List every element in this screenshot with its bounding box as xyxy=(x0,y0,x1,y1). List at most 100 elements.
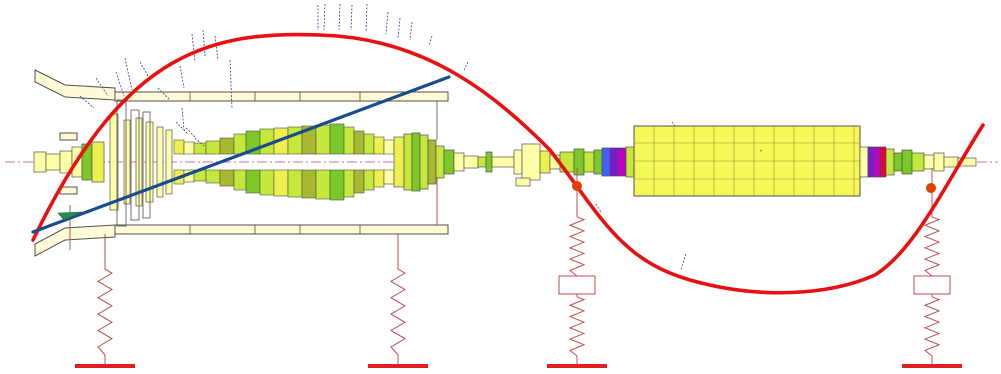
hot-section xyxy=(879,146,887,178)
whirl-tick xyxy=(115,71,125,97)
rotor-segment xyxy=(491,156,515,168)
spool-band xyxy=(373,136,385,155)
turbine-stage xyxy=(435,145,445,179)
bladed-disc-outline xyxy=(130,109,140,221)
support-spring xyxy=(923,214,941,277)
support-spring xyxy=(568,294,586,357)
spool-band xyxy=(205,169,221,184)
whirl-tick xyxy=(229,59,233,109)
spool-band xyxy=(193,142,207,155)
whirl-tick xyxy=(179,65,185,89)
turbine-stage xyxy=(453,152,465,172)
coupling-lug xyxy=(515,177,531,187)
whirl-tick xyxy=(157,87,171,101)
rear-shaft xyxy=(943,156,959,168)
probe-block xyxy=(59,132,78,141)
spool-band xyxy=(329,169,345,201)
rotor-segment xyxy=(593,149,603,175)
rotor-segment xyxy=(45,153,61,171)
hot-section xyxy=(617,147,627,177)
spool-band xyxy=(343,169,355,198)
whirl-tick xyxy=(463,61,469,71)
inlet-casing-bottom xyxy=(34,224,116,257)
rotor-segment xyxy=(901,149,913,175)
whirl-vector-ticks xyxy=(79,3,763,271)
spool-band xyxy=(363,169,375,191)
rotor-model xyxy=(33,99,977,227)
mode-shape-curve-red xyxy=(31,32,985,295)
rotor-segment xyxy=(583,151,595,173)
whirl-tick xyxy=(139,61,149,77)
whirl-tick xyxy=(595,203,602,213)
rotor-segment xyxy=(893,152,903,172)
spool-band xyxy=(315,169,331,200)
spool-band xyxy=(383,139,395,155)
rotor-segment xyxy=(859,146,869,178)
compressor-disc xyxy=(145,121,154,203)
ground-plate xyxy=(547,364,607,368)
mode-shapes xyxy=(31,32,985,295)
bearing-markers xyxy=(572,181,936,193)
bearing-dot xyxy=(926,183,936,193)
ground-plate xyxy=(368,364,428,368)
support-spring xyxy=(390,265,406,356)
rotor-segment xyxy=(539,150,551,174)
shaft-end xyxy=(33,151,47,173)
whirl-tick xyxy=(79,95,95,109)
whirl-tick xyxy=(409,21,413,41)
whirl-tick xyxy=(185,127,197,139)
support-spring xyxy=(97,265,113,356)
supports xyxy=(75,168,962,368)
whirl-tick xyxy=(671,121,676,127)
whirl-tick xyxy=(181,107,185,131)
hot-section xyxy=(867,146,875,178)
whirl-tick xyxy=(175,121,189,135)
spool-band xyxy=(233,169,247,191)
spool-band xyxy=(363,133,375,155)
ground-plate xyxy=(75,364,135,368)
rotor-segment xyxy=(625,146,635,178)
probe-block xyxy=(59,186,78,195)
spool-band xyxy=(273,169,289,197)
rotor-segment xyxy=(885,148,895,176)
coupling-shaft xyxy=(463,155,479,169)
whirl-tick xyxy=(680,253,687,271)
spool-band xyxy=(173,139,185,155)
whirl-tick xyxy=(365,3,368,33)
turbine-stage xyxy=(427,139,437,185)
spool-band xyxy=(205,140,221,155)
compressor-disc xyxy=(156,126,164,198)
rotor-segment xyxy=(933,152,945,172)
spool-band xyxy=(373,169,385,188)
hot-section xyxy=(601,147,611,177)
whirl-tick xyxy=(397,17,401,39)
spool-band xyxy=(353,130,365,155)
whirl-tick xyxy=(202,29,206,57)
whirl-tick xyxy=(759,149,763,153)
compressor-disc xyxy=(165,129,173,195)
spool-band xyxy=(183,141,195,155)
whirl-tick xyxy=(214,35,219,61)
turbine-stage xyxy=(393,136,405,188)
spool-band xyxy=(329,123,345,155)
ground-plate xyxy=(902,364,962,368)
whirl-tick xyxy=(191,33,196,63)
bladed-disc-outline xyxy=(116,99,127,227)
rotor-segment xyxy=(485,151,493,173)
spool-band xyxy=(219,169,235,187)
rotor-segment xyxy=(911,152,925,172)
bladed-disc-outline xyxy=(142,111,151,219)
spool-band xyxy=(383,169,395,185)
support-spring xyxy=(923,294,941,357)
mode-shape-marker xyxy=(57,211,83,221)
whirl-tick xyxy=(124,57,133,91)
turbine-stage xyxy=(419,134,429,190)
rotor-segment xyxy=(477,156,487,168)
whirl-tick xyxy=(350,4,353,31)
spool-band xyxy=(301,169,317,199)
spool-band xyxy=(219,137,235,155)
hot-section xyxy=(609,147,619,177)
spool-band xyxy=(315,124,331,155)
outer-casing-top xyxy=(114,91,449,102)
